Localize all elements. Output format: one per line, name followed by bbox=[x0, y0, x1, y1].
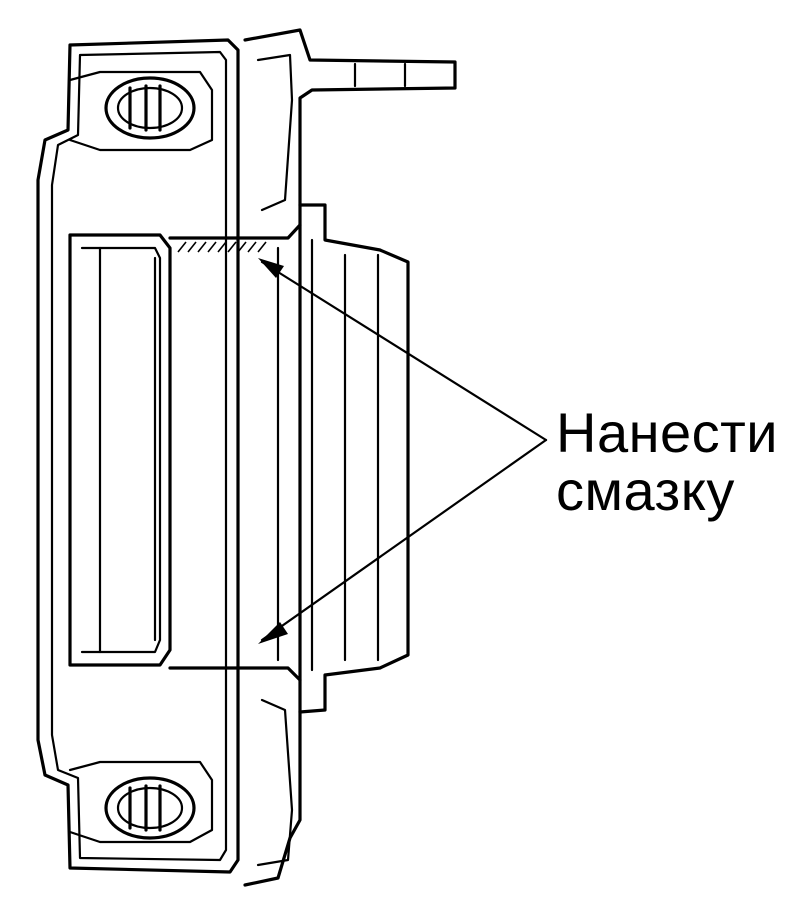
flange-inner-top bbox=[256, 53, 294, 212]
top-bearing-ball bbox=[104, 76, 196, 140]
grease-area-hatch bbox=[177, 241, 267, 253]
grease-callout: Нанести смазку bbox=[556, 401, 779, 523]
bottom-bearing-race bbox=[68, 760, 214, 844]
top-tab bbox=[243, 28, 457, 227]
leader-line-bottom bbox=[258, 438, 548, 644]
callout-line-2: смазку bbox=[556, 459, 735, 523]
callout-line-1: Нанести bbox=[556, 401, 779, 464]
inner-sleeve-lip bbox=[80, 246, 162, 654]
top-bearing-race bbox=[68, 70, 214, 152]
flange-inner-bottom bbox=[256, 698, 294, 867]
inner-sleeve bbox=[68, 233, 172, 667]
outer-housing-inner bbox=[50, 50, 228, 862]
outer-housing bbox=[36, 38, 240, 874]
bottom-flange bbox=[243, 678, 302, 887]
bottom-bearing-ball bbox=[104, 776, 196, 840]
right-collar bbox=[298, 203, 410, 714]
guide-tube bbox=[168, 223, 302, 682]
leader-line-top bbox=[258, 258, 548, 442]
